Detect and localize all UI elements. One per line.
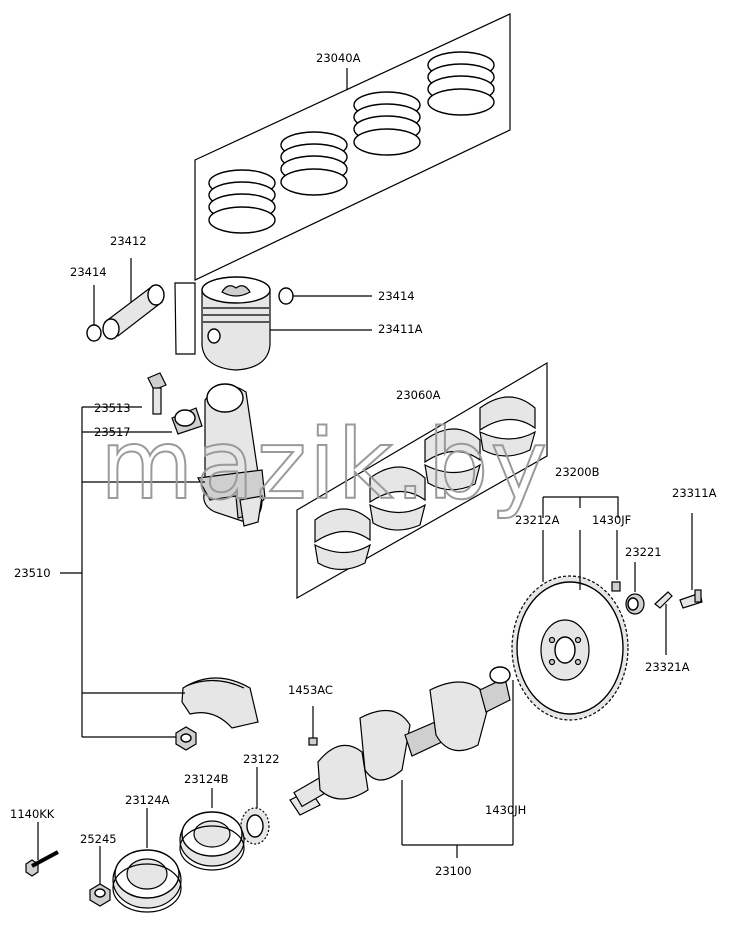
connecting-rod[interactable] [197, 383, 266, 527]
label-1140KK[interactable]: 1140KK [10, 807, 55, 821]
label-23124B[interactable]: 23124B [184, 772, 229, 786]
crank-sprocket[interactable] [240, 807, 270, 845]
label-23412[interactable]: 23412 [110, 234, 147, 248]
pin-clip-left[interactable] [86, 324, 102, 342]
pin-clip-right[interactable] [278, 287, 294, 305]
label-23060A[interactable]: 23060A [396, 388, 441, 402]
crank-pulley-inner[interactable] [179, 811, 245, 871]
label-23124A[interactable]: 23124A [125, 793, 170, 807]
label-23212A[interactable]: 23212A [515, 513, 560, 527]
bearing-half [424, 428, 481, 491]
rod-cap-nut[interactable] [175, 726, 197, 751]
label-1430JH[interactable]: 1430JH [485, 803, 526, 817]
dowel-pin[interactable] [611, 581, 621, 592]
rod-bolt[interactable] [147, 372, 167, 415]
label-25245[interactable]: 25245 [80, 832, 117, 846]
label-23510[interactable]: 23510 [14, 566, 51, 580]
label-23414-right[interactable]: 23414 [378, 289, 415, 303]
rod-cap[interactable] [181, 677, 259, 729]
flywheel[interactable] [511, 575, 629, 721]
ring-stack [353, 91, 421, 156]
label-23122[interactable]: 23122 [243, 752, 280, 766]
label-23513[interactable]: 23513 [94, 401, 131, 415]
washer[interactable] [89, 883, 111, 907]
bearing-half [369, 466, 426, 531]
label-23040A[interactable]: 23040A [316, 51, 361, 65]
label-23321A[interactable]: 23321A [645, 660, 690, 674]
crank-pulley-outer[interactable] [112, 849, 182, 913]
ring-stack [280, 131, 348, 196]
ring-stack [427, 51, 495, 116]
label-23200B[interactable]: 23200B [555, 465, 600, 479]
watermark: mazik.by [100, 409, 549, 521]
bearing-half [314, 508, 371, 571]
pilot-bearing[interactable] [625, 593, 645, 615]
label-23311A[interactable]: 23311A [672, 486, 717, 500]
label-1453AC[interactable]: 1453AC [288, 683, 333, 697]
label-1430JF[interactable]: 1430JF [592, 513, 631, 527]
piston[interactable] [201, 276, 271, 371]
pulley-bolt[interactable] [25, 850, 59, 877]
crank-key[interactable] [308, 737, 318, 746]
piston-pin[interactable] [102, 284, 165, 340]
main-bearing-set[interactable] [296, 361, 548, 600]
label-23414-left[interactable]: 23414 [70, 265, 107, 279]
flywheel-bolt[interactable] [679, 589, 703, 609]
crankshaft[interactable] [289, 666, 511, 816]
bearing-half [479, 396, 536, 457]
label-23100[interactable]: 23100 [435, 864, 472, 878]
ring-stack [208, 169, 276, 234]
piston-ring-set[interactable] [194, 13, 511, 281]
label-23221[interactable]: 23221 [625, 545, 662, 559]
rod-bushing[interactable] [171, 407, 203, 435]
label-23517[interactable]: 23517 [94, 425, 131, 439]
label-23411A[interactable]: 23411A [378, 322, 423, 336]
reinforcement-plate[interactable] [654, 591, 673, 609]
